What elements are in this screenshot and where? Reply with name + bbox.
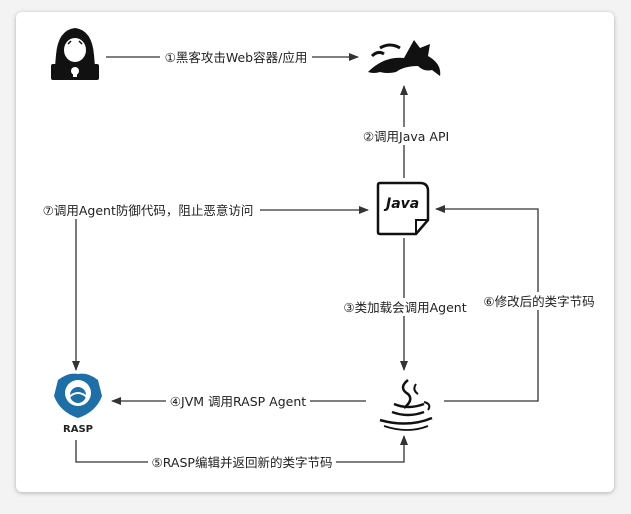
step-6-label: ⑥修改后的类字节码 xyxy=(483,294,594,309)
tomcat-icon xyxy=(368,40,441,76)
diagram-card xyxy=(16,12,614,492)
java-cup-icon xyxy=(379,379,433,431)
hacker-icon xyxy=(51,28,99,80)
step-2-label: ②调用Java API xyxy=(363,129,449,144)
step-5-label: ⑤RASP编辑并返回新的类字节码 xyxy=(152,455,333,470)
java-file-label: Java xyxy=(383,196,419,212)
rasp-label: RASP xyxy=(63,424,93,435)
rasp-shield-icon: RASP xyxy=(54,373,102,435)
step-1-label: ①黑客攻击Web容器/应用 xyxy=(165,50,308,65)
java-file-icon: Java xyxy=(376,181,430,236)
step-7-label: ⑦调用Agent防御代码，阻止恶意访问 xyxy=(43,203,254,218)
step-3-label: ③类加载会调用Agent xyxy=(343,300,466,315)
step-4-label: ④JVM 调用RASP Agent xyxy=(170,394,306,409)
